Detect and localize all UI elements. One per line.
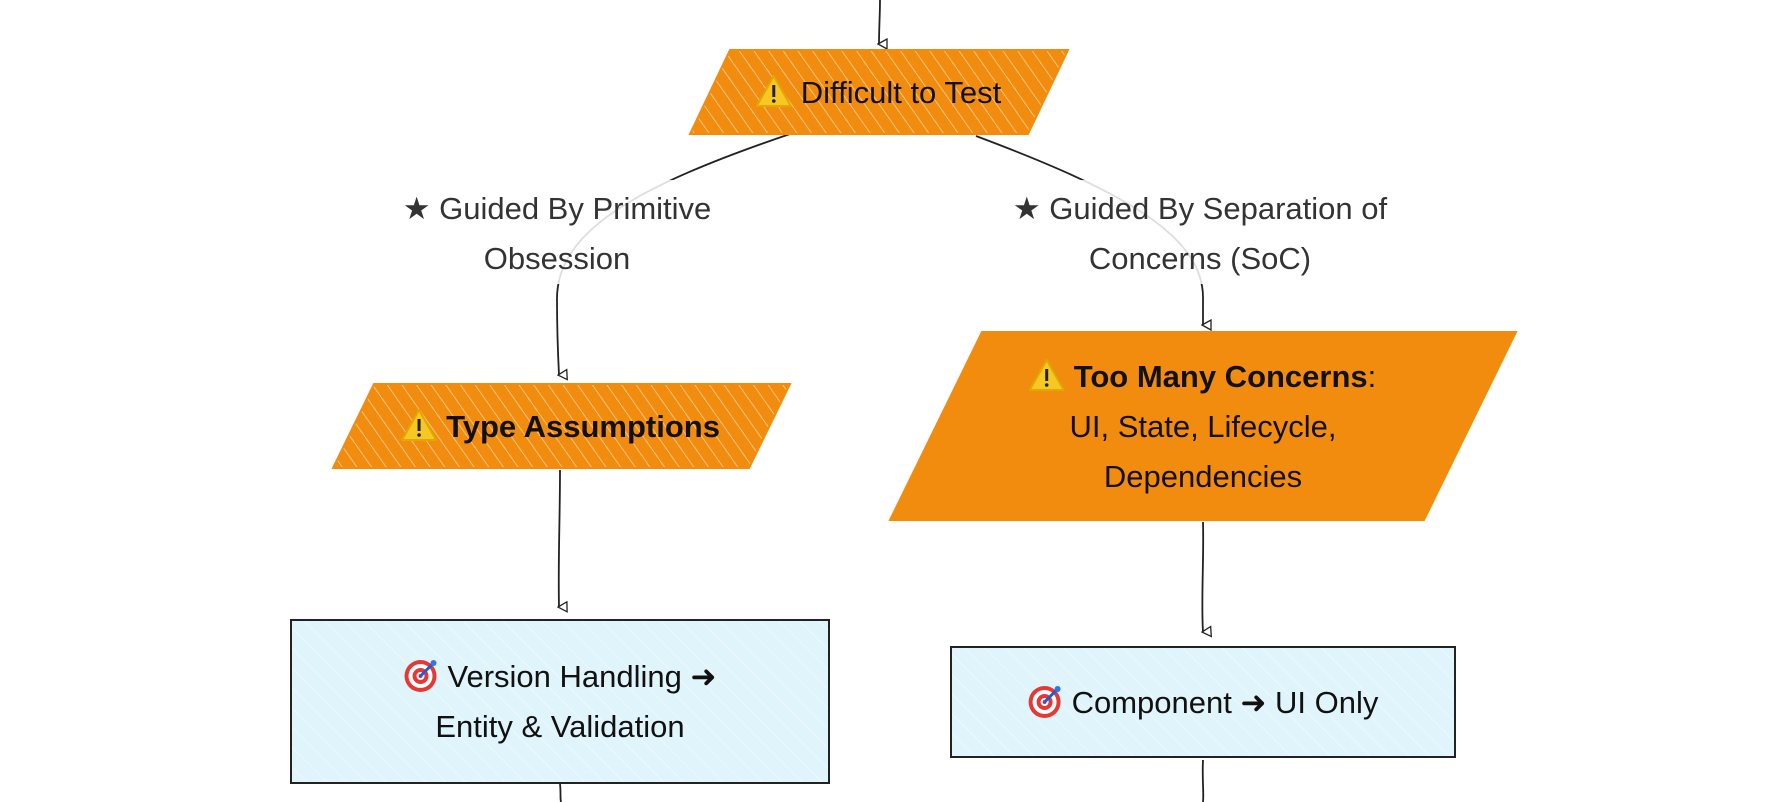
node-label-line: Version Handling ➜ bbox=[448, 659, 717, 694]
node-component-label: Component ➜ UI Only bbox=[1072, 685, 1379, 720]
node-label-segment: Entity & Validation bbox=[435, 709, 684, 744]
node-type-assumptions[interactable]: Type Assumptions bbox=[331, 383, 792, 469]
node-type-assumptions-label: Type Assumptions bbox=[446, 409, 720, 444]
node-label-segment: Version Handling ➜ bbox=[448, 659, 717, 694]
node-version-handling[interactable]: Version Handling ➜ Entity & Validation bbox=[290, 619, 830, 784]
warning-icon bbox=[401, 409, 438, 441]
node-label-line: Difficult to Test bbox=[801, 75, 1002, 110]
node-component[interactable]: Component ➜ UI Only bbox=[950, 646, 1456, 758]
edge-component-out bbox=[1201, 759, 1205, 802]
edge-label-primitive-line-1: ★ Guided By Primitive bbox=[403, 191, 712, 226]
target-icon bbox=[404, 660, 437, 692]
node-label-segment: UI, State, Lifecycle, bbox=[1069, 409, 1336, 444]
edge-label-soc: ★ Guided By Separation of Concerns (SoC) bbox=[986, 180, 1416, 284]
edge-too-many-concerns-to-component bbox=[1202, 521, 1203, 632]
warning-icon bbox=[755, 75, 792, 107]
node-difficult-to-test-shape bbox=[688, 49, 1070, 135]
edge-type-assumptions-to-version-handling bbox=[559, 469, 560, 607]
node-too-many-concerns-label: Too Many Concerns: UI, State, Lifecycle, D… bbox=[1069, 359, 1376, 494]
warning-icon bbox=[1028, 359, 1065, 391]
node-version-handling-shape bbox=[290, 619, 830, 784]
node-too-many-concerns[interactable]: Too Many Concerns: UI, State, Lifecycle, D… bbox=[888, 331, 1518, 521]
edge-label-soc-line-2: Concerns (SoC) bbox=[1089, 241, 1311, 276]
node-label-line: Component ➜ UI Only bbox=[1072, 685, 1379, 720]
node-label-segment: Dependencies bbox=[1104, 459, 1302, 494]
node-version-handling-label: Version Handling ➜ Entity & Validation bbox=[435, 659, 716, 744]
node-label-segment: : bbox=[1368, 359, 1377, 394]
node-label-line: Entity & Validation bbox=[435, 709, 684, 744]
node-label-line: Type Assumptions bbox=[446, 409, 720, 444]
edge-incoming-top bbox=[879, 0, 880, 44]
node-label-segment: Type Assumptions bbox=[446, 409, 720, 444]
node-type-assumptions-shape bbox=[331, 383, 792, 469]
node-difficult-to-test-label: Difficult to Test bbox=[801, 75, 1002, 110]
target-icon bbox=[1028, 686, 1061, 718]
node-label-line: UI, State, Lifecycle, bbox=[1069, 409, 1336, 444]
node-label-line: Dependencies bbox=[1104, 459, 1302, 494]
node-label-line: Too Many Concerns: bbox=[1074, 359, 1377, 394]
node-label-segment: Component ➜ UI Only bbox=[1072, 685, 1379, 720]
edge-version-handling-out bbox=[559, 783, 562, 802]
edge-label-soc-line-1: ★ Guided By Separation of bbox=[1013, 191, 1388, 226]
node-label-segment: Difficult to Test bbox=[801, 75, 1002, 110]
edge-label-primitive-line-2: Obsession bbox=[484, 241, 630, 276]
node-label-segment: Too Many Concerns bbox=[1074, 359, 1368, 394]
edge-label-primitive: ★ Guided By Primitive Obsession bbox=[378, 180, 738, 284]
node-difficult-to-test[interactable]: Difficult to Test bbox=[688, 49, 1070, 135]
